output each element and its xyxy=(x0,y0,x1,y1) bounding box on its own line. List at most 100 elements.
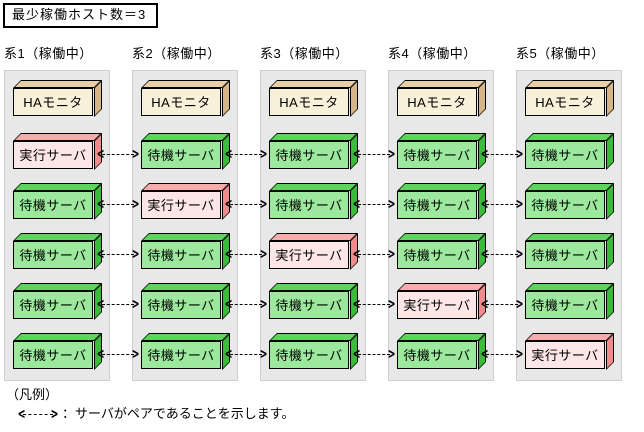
pair-arrow xyxy=(481,297,523,311)
column-header: 系1（稼働中） xyxy=(4,46,93,61)
pair-arrow xyxy=(353,247,395,261)
pair-arrow xyxy=(225,297,267,311)
server-label: 実行サーバ xyxy=(19,147,87,163)
server-label: 待機サーバ xyxy=(531,247,599,263)
server-box: 待機サーバ xyxy=(141,241,221,269)
pair-arrow xyxy=(353,347,395,361)
dashed-line xyxy=(486,153,518,155)
server-label: 待機サーバ xyxy=(531,297,599,313)
column-panel: HAモニタ 待機サーバ 実行サーバ 待機サーバ 待機サーバ 待機サーバ xyxy=(132,70,238,381)
ha-monitor-label: HAモニタ xyxy=(407,94,467,110)
column-header: 系3（稼働中） xyxy=(260,46,349,61)
dashed-line xyxy=(102,253,134,255)
ha-monitor-label: HAモニタ xyxy=(279,94,339,110)
server-box: 待機サーバ xyxy=(397,241,477,269)
dashed-line xyxy=(23,413,53,415)
server-box: 実行サーバ xyxy=(141,191,221,219)
dashed-line xyxy=(230,253,262,255)
system-column-5: 系5（稼働中） HAモニタ 待機サーバ 待機サーバ 待機サーバ 待機サーバ 実行… xyxy=(516,46,622,381)
column-header: 系2（稼働中） xyxy=(132,46,221,61)
server-label: 実行サーバ xyxy=(275,247,343,263)
server-box: 実行サーバ xyxy=(13,141,93,169)
server-label: 待機サーバ xyxy=(275,197,343,213)
column-panel: HAモニタ 待機サーバ 待機サーバ 待機サーバ 待機サーバ 実行サーバ xyxy=(516,70,622,381)
server-label: 待機サーバ xyxy=(275,147,343,163)
pair-arrow xyxy=(353,297,395,311)
server-box: 待機サーバ xyxy=(397,341,477,369)
dashed-line xyxy=(358,253,390,255)
server-box: 実行サーバ xyxy=(525,341,605,369)
ha-monitor-label: HAモニタ xyxy=(151,94,211,110)
ha-monitor-box: HAモニタ xyxy=(13,88,93,116)
dashed-line xyxy=(102,303,134,305)
column-header: 系5（稼働中） xyxy=(516,46,605,61)
server-label: 実行サーバ xyxy=(403,297,471,313)
pair-arrow xyxy=(481,197,523,211)
server-label: 待機サーバ xyxy=(275,347,343,363)
server-label: 待機サーバ xyxy=(19,297,87,313)
server-box: 待機サーバ xyxy=(13,341,93,369)
server-label: 待機サーバ xyxy=(403,197,471,213)
pair-arrow xyxy=(481,347,523,361)
ha-monitor-box: HAモニタ xyxy=(141,88,221,116)
pair-arrow xyxy=(97,347,139,361)
column-panel: HAモニタ 実行サーバ 待機サーバ 待機サーバ 待機サーバ 待機サーバ xyxy=(4,70,110,381)
server-box: 待機サーバ xyxy=(269,141,349,169)
server-label: 待機サーバ xyxy=(403,147,471,163)
column-panel: HAモニタ 待機サーバ 待機サーバ 実行サーバ 待機サーバ 待機サーバ xyxy=(260,70,366,381)
server-label: 待機サーバ xyxy=(275,297,343,313)
server-label: 待機サーバ xyxy=(147,297,215,313)
server-box: 待機サーバ xyxy=(141,291,221,319)
dashed-line xyxy=(358,353,390,355)
dashed-line xyxy=(102,153,134,155)
pair-arrow xyxy=(97,247,139,261)
ha-monitor-box: HAモニタ xyxy=(525,88,605,116)
dashed-line xyxy=(358,203,390,205)
ha-monitor-label: HAモニタ xyxy=(23,94,83,110)
pair-arrow xyxy=(353,197,395,211)
legend: （凡例） ：サーバがペアであることを示します。 xyxy=(6,387,294,422)
server-box: 待機サーバ xyxy=(141,141,221,169)
server-box: 待機サーバ xyxy=(397,191,477,219)
dashed-line xyxy=(102,203,134,205)
server-label: 待機サーバ xyxy=(147,347,215,363)
column-header: 系4（稼働中） xyxy=(388,46,477,61)
pair-arrow xyxy=(225,247,267,261)
pair-arrow xyxy=(225,197,267,211)
server-box: 待機サーバ xyxy=(141,341,221,369)
pair-arrow xyxy=(97,197,139,211)
server-label: 待機サーバ xyxy=(403,347,471,363)
title-box: 最少稼働ホスト数＝3 xyxy=(3,3,159,28)
dashed-line xyxy=(486,353,518,355)
server-label: 待機サーバ xyxy=(403,247,471,263)
server-label: 待機サーバ xyxy=(531,147,599,163)
server-box: 実行サーバ xyxy=(269,241,349,269)
server-box: 待機サーバ xyxy=(269,291,349,319)
server-label: 実行サーバ xyxy=(147,197,215,213)
dashed-line xyxy=(230,303,262,305)
server-box: 実行サーバ xyxy=(397,291,477,319)
legend-text: ：サーバがペアであることを示します。 xyxy=(62,406,295,421)
server-label: 実行サーバ xyxy=(531,347,599,363)
system-column-4: 系4（稼働中） HAモニタ 待機サーバ 待機サーバ 待機サーバ 実行サーバ 待機… xyxy=(388,46,494,381)
title-text: 最少稼働ホスト数＝3 xyxy=(12,7,147,22)
pair-arrow xyxy=(481,147,523,161)
ha-monitor-box: HAモニタ xyxy=(269,88,349,116)
dashed-line xyxy=(486,303,518,305)
dashed-line xyxy=(486,253,518,255)
server-label: 待機サーバ xyxy=(19,347,87,363)
pair-arrow xyxy=(225,147,267,161)
server-label: 待機サーバ xyxy=(19,197,87,213)
dashed-line xyxy=(230,153,262,155)
server-box: 待機サーバ xyxy=(13,191,93,219)
dashed-line xyxy=(358,303,390,305)
pair-arrow xyxy=(353,147,395,161)
ha-monitor-box: HAモニタ xyxy=(397,88,477,116)
server-box: 待機サーバ xyxy=(13,291,93,319)
server-box: 待機サーバ xyxy=(525,291,605,319)
server-box: 待機サーバ xyxy=(13,241,93,269)
pair-arrow xyxy=(481,247,523,261)
legend-heading: （凡例） xyxy=(6,387,59,402)
pair-arrow xyxy=(225,347,267,361)
